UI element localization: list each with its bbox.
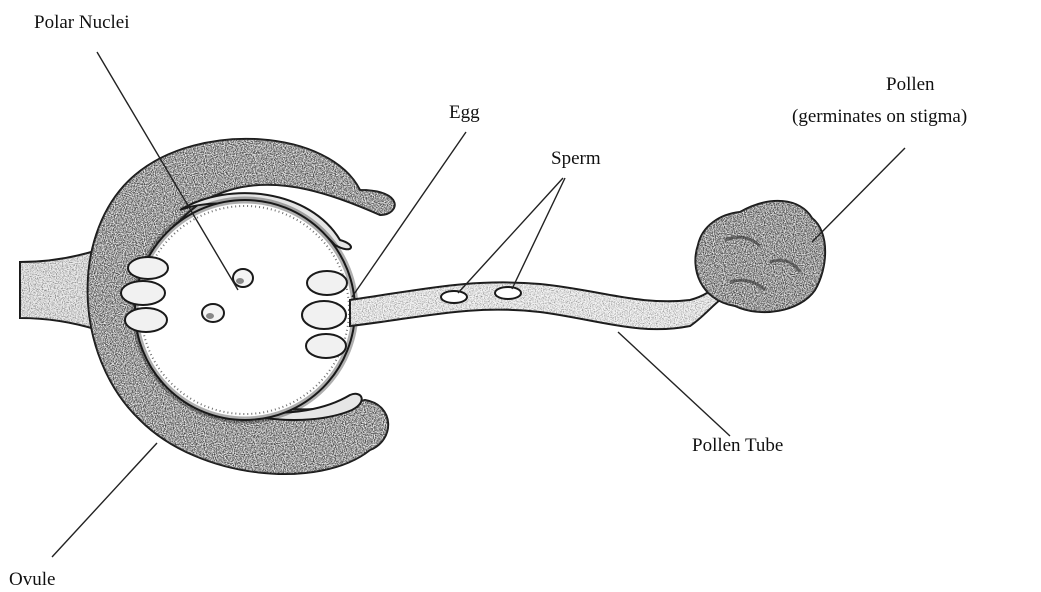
label-polar-nuclei: Polar Nuclei: [34, 12, 130, 33]
sperm-leader-2: [512, 178, 565, 289]
label-pollen-tube: Pollen Tube: [692, 435, 783, 456]
pollen-grain: [695, 201, 825, 312]
egg-apparatus: [302, 271, 347, 358]
label-pollen: Pollen: [886, 74, 935, 95]
pollen-tube: [350, 282, 720, 329]
label-pollen-note: (germinates on stigma): [792, 106, 967, 127]
sperm-leader-1: [458, 178, 563, 293]
label-ovule: Ovule: [9, 569, 55, 590]
label-egg: Egg: [449, 102, 480, 123]
pollen-leader: [812, 148, 905, 242]
ovule: [20, 139, 395, 474]
egg-leader: [352, 132, 466, 297]
ovule-leader: [52, 443, 157, 557]
antipodal-cells: [121, 257, 168, 332]
label-sperm: Sperm: [551, 148, 601, 169]
pollen-tube-leader: [618, 332, 730, 436]
